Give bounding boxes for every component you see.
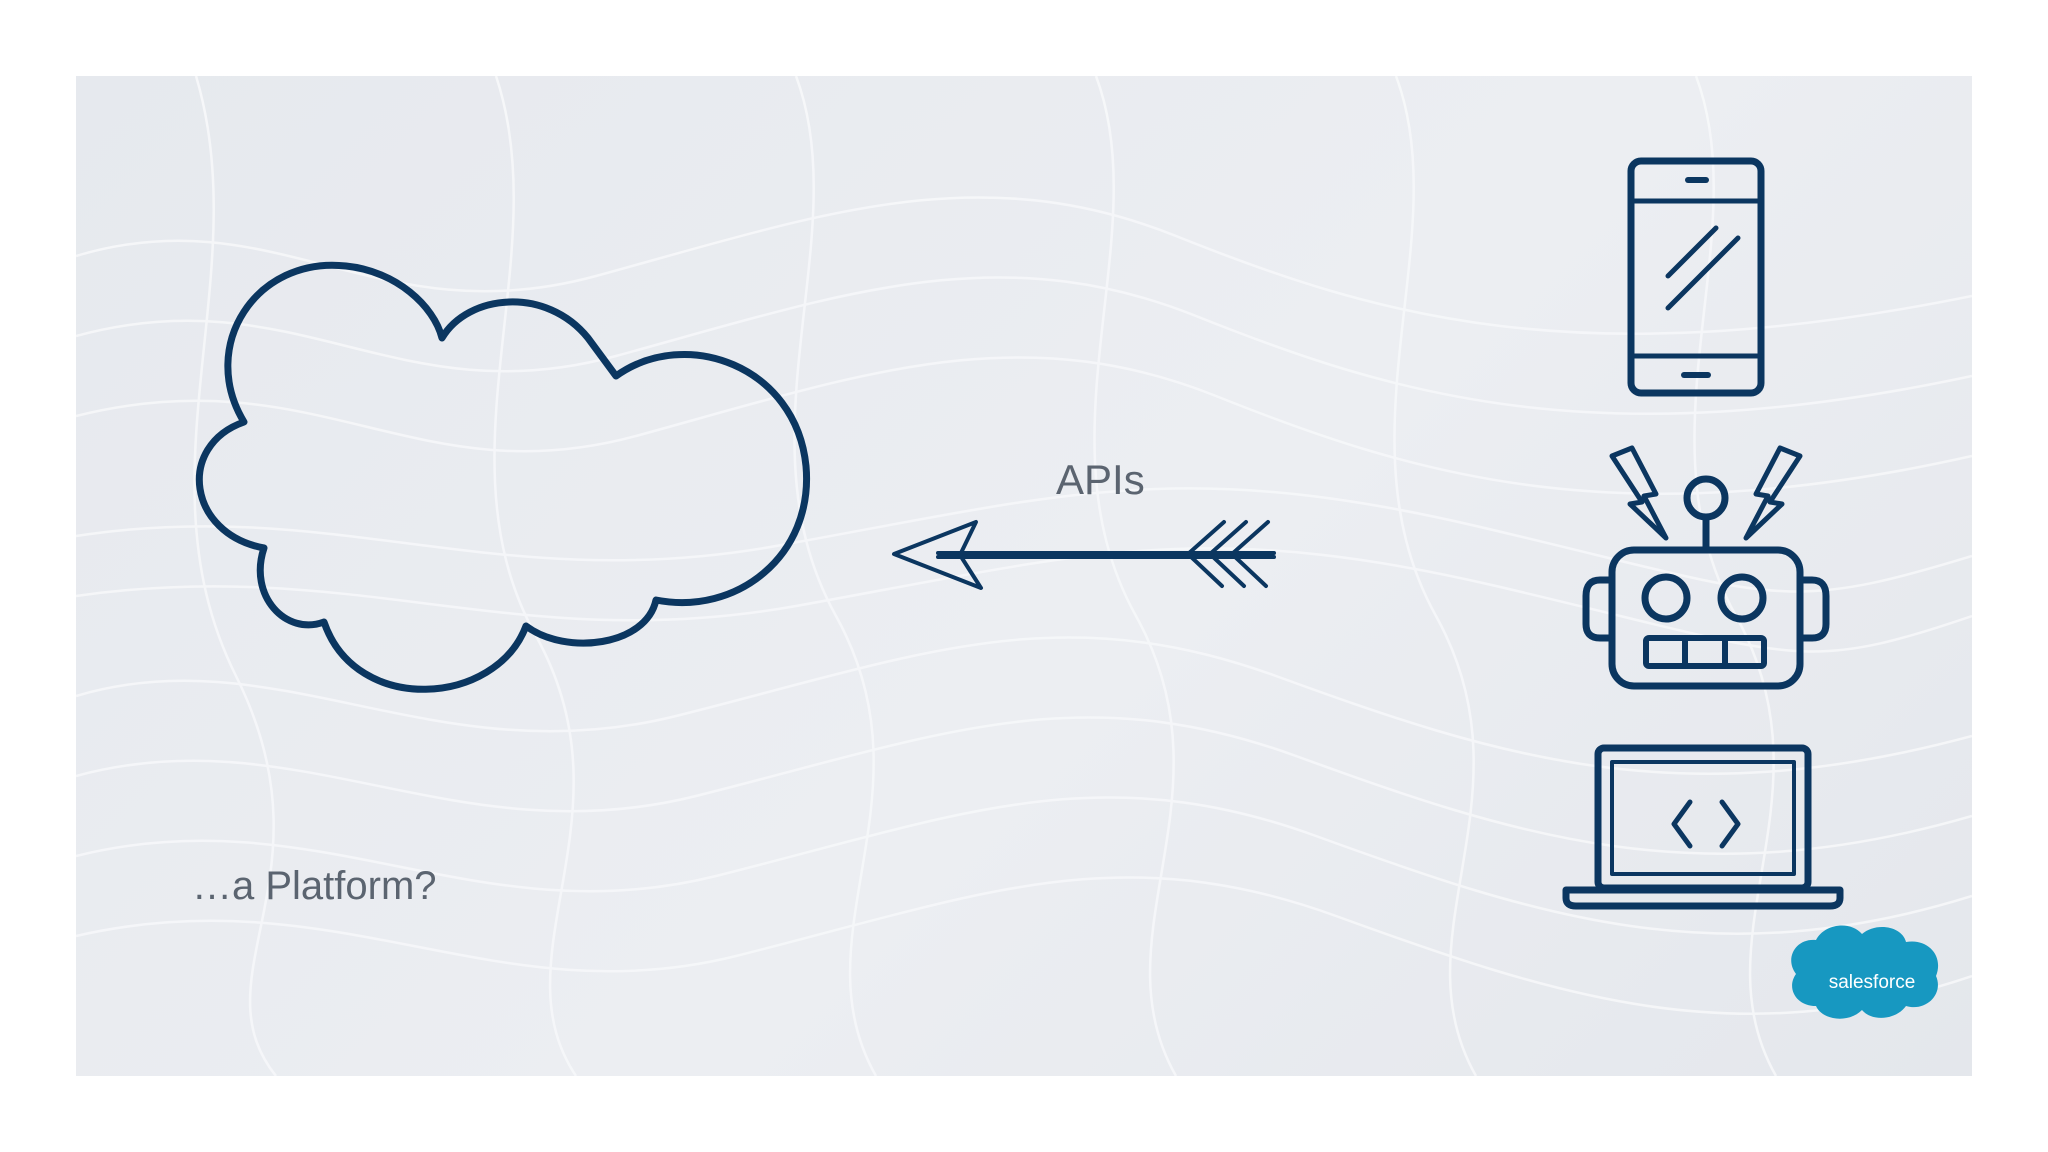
robot-icon <box>1582 445 1830 690</box>
diagram-artwork <box>195 157 1939 1019</box>
apis-label: APIs <box>1056 456 1145 503</box>
arrow-icon <box>892 520 1276 590</box>
smartphone-icon <box>1627 157 1765 397</box>
slide-canvas: salesforce APIs …a Platform? <box>76 76 1972 1076</box>
salesforce-logo <box>1791 925 1939 1019</box>
laptop-code-icon <box>1562 744 1844 910</box>
brand-logo-text: salesforce <box>1828 972 1916 993</box>
platform-label: …a Platform? <box>192 864 437 908</box>
cloud-icon <box>195 261 811 693</box>
